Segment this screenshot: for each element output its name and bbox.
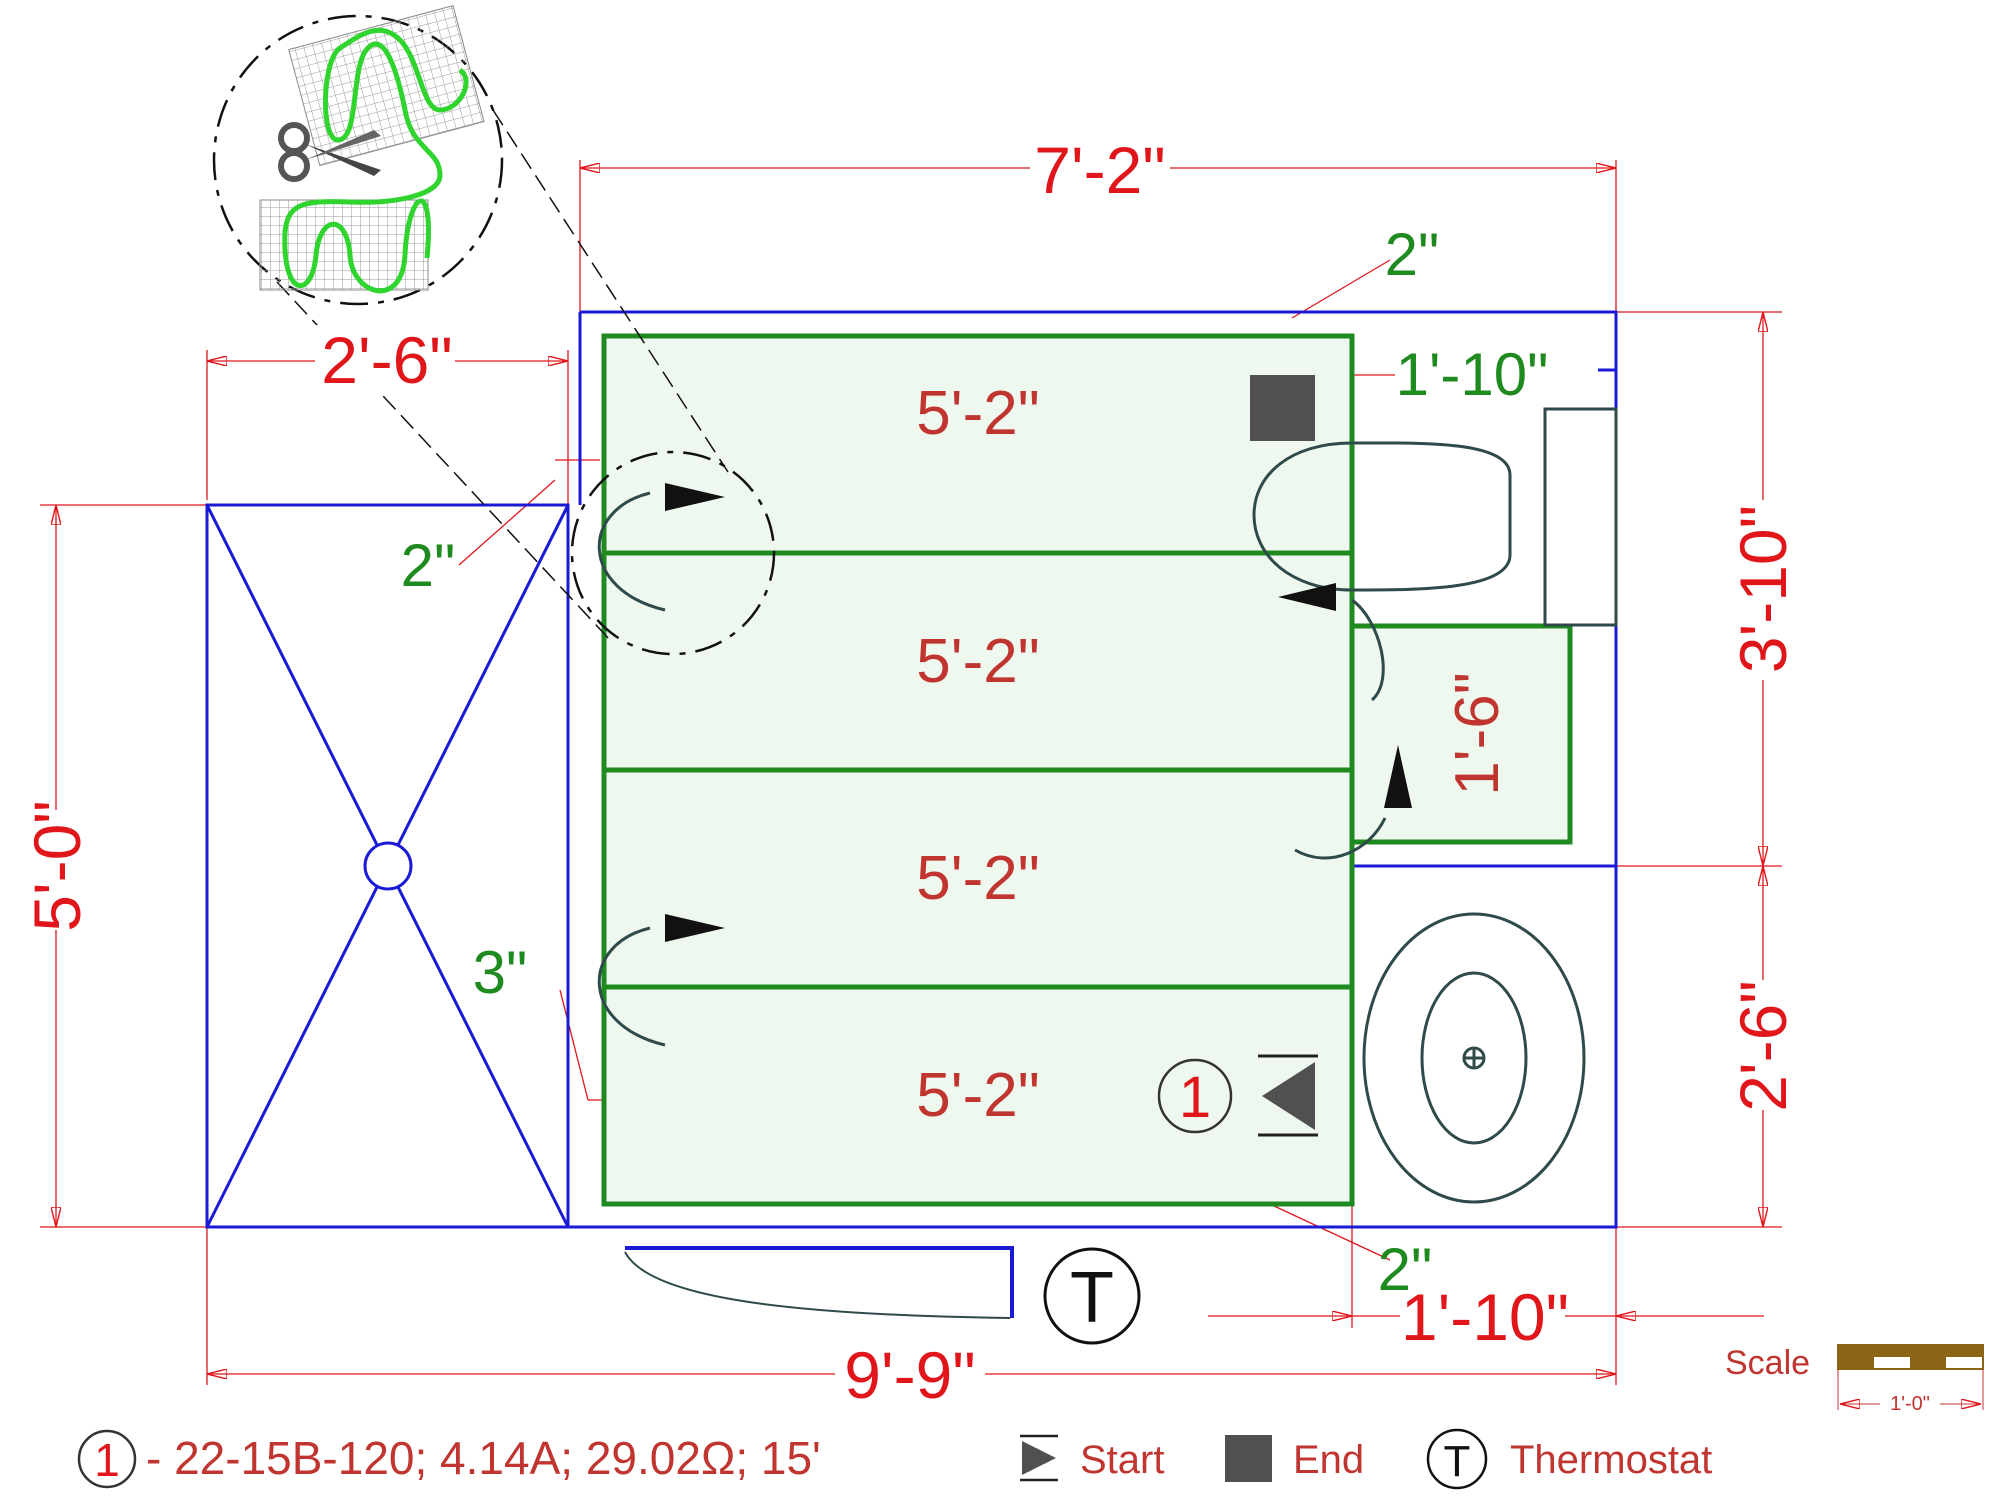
end-marker: [1250, 375, 1315, 441]
legend-spec: - 22-15B-120; 4.14A; 29.02Ω; 15': [146, 1432, 821, 1484]
dim-left-height: 5'-0": [20, 800, 94, 931]
gap-top-right: 2": [1385, 221, 1440, 288]
dim-top-width: 7'-2": [1034, 133, 1165, 207]
arrow-up-icon: [1384, 745, 1412, 808]
dim-toilet-clearance-top: 1'-10": [1396, 341, 1549, 408]
thermostat: T: [1043, 1247, 1141, 1345]
direction-arrowheads: [665, 483, 1412, 942]
dim-right-upper-height: 3'-10": [1726, 505, 1800, 673]
heating-mat: [601, 333, 1573, 1207]
toilet-bowl: [1252, 441, 1512, 592]
shower: [205, 503, 570, 1229]
mat-strip-label: 5'-2": [916, 1061, 1039, 1130]
dim-shower-width: 2'-6": [321, 323, 452, 397]
dim-toilet-clearance-bottom: 1'-10": [1401, 1280, 1569, 1354]
door: [624, 1246, 1014, 1319]
scale-label: Scale: [1725, 1344, 1810, 1382]
start-marker: [1258, 1054, 1318, 1137]
scale-bar: Scale 1'-0": [1725, 1344, 1984, 1415]
dim-right-lower-height: 2'-6": [1726, 980, 1800, 1111]
end-square-icon: [1250, 375, 1315, 441]
sink: [1362, 912, 1586, 1204]
gap-bottom: 2": [1378, 1236, 1433, 1303]
toilet-tank: [1543, 407, 1618, 627]
arrow-left-icon: [1278, 583, 1336, 611]
dim-bottom-width: 9'-9": [844, 1338, 975, 1412]
shower-drain: [363, 841, 413, 891]
dimension-labels: 7'-2" 2'-6" 5'-0" 3'-10" 2'-6" 9'-9" 1'-…: [20, 132, 1800, 1412]
legend-end-label: End: [1293, 1438, 1364, 1482]
circuit-number: 1: [1179, 1065, 1211, 1130]
mat-strip-labels: 5'-2" 5'-2" 5'-2" 5'-2" 1'-6": [916, 379, 1512, 1130]
toilet: [1252, 407, 1618, 627]
legend-thermostat-label: Thermostat: [1510, 1438, 1712, 1482]
thermostat-symbol: T: [1070, 1258, 1114, 1338]
legend-start-icon: [1022, 1441, 1056, 1475]
detail-callout: [212, 5, 776, 656]
side-strip-label: 1'-6": [1443, 672, 1512, 795]
legend-end-icon: [1225, 1435, 1272, 1482]
scissors-icon: [278, 122, 381, 182]
circuit-marker: 1: [1157, 1058, 1233, 1134]
turn-arrows: [597, 491, 1387, 1047]
room-walls: [568, 310, 1618, 1229]
scale-unit: 1'-0": [1890, 1393, 1930, 1415]
mat-strip-label: 5'-2": [916, 844, 1039, 913]
gap-labels: 2" 2" 3" 2": [401, 221, 1440, 1303]
mat-strip-label: 5'-2": [916, 379, 1039, 448]
legend-thermostat-symbol: T: [1444, 1437, 1471, 1486]
legend-start-label: Start: [1080, 1438, 1164, 1482]
gap-left-lower: 3": [473, 939, 528, 1006]
mat-strip-label: 5'-2": [916, 627, 1039, 696]
gap-left-upper: 2": [401, 532, 456, 599]
legend: 1 - 22-15B-120; 4.14A; 29.02Ω; 15' Start…: [77, 1428, 1712, 1490]
arrow-right-top-icon: [665, 483, 725, 511]
arrow-right-bottom-icon: [665, 914, 725, 942]
legend-spec-marker: 1: [94, 1434, 120, 1486]
start-triangle-icon: [1262, 1062, 1315, 1130]
